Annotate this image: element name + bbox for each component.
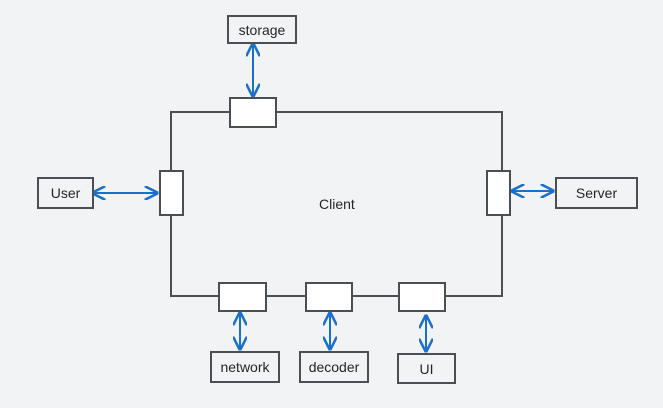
storage-port — [229, 97, 277, 128]
server-node: Server — [555, 177, 638, 209]
server-port — [486, 170, 511, 216]
user-node: User — [37, 177, 94, 209]
client-label: Client — [319, 196, 355, 212]
user-port — [159, 170, 184, 216]
ui-node: UI — [397, 353, 456, 384]
decoder-port — [305, 282, 353, 312]
decoder-node: decoder — [299, 351, 369, 383]
network-node: network — [210, 351, 280, 383]
ui-port — [398, 282, 446, 312]
network-port — [218, 282, 267, 312]
storage-node: storage — [227, 15, 297, 44]
